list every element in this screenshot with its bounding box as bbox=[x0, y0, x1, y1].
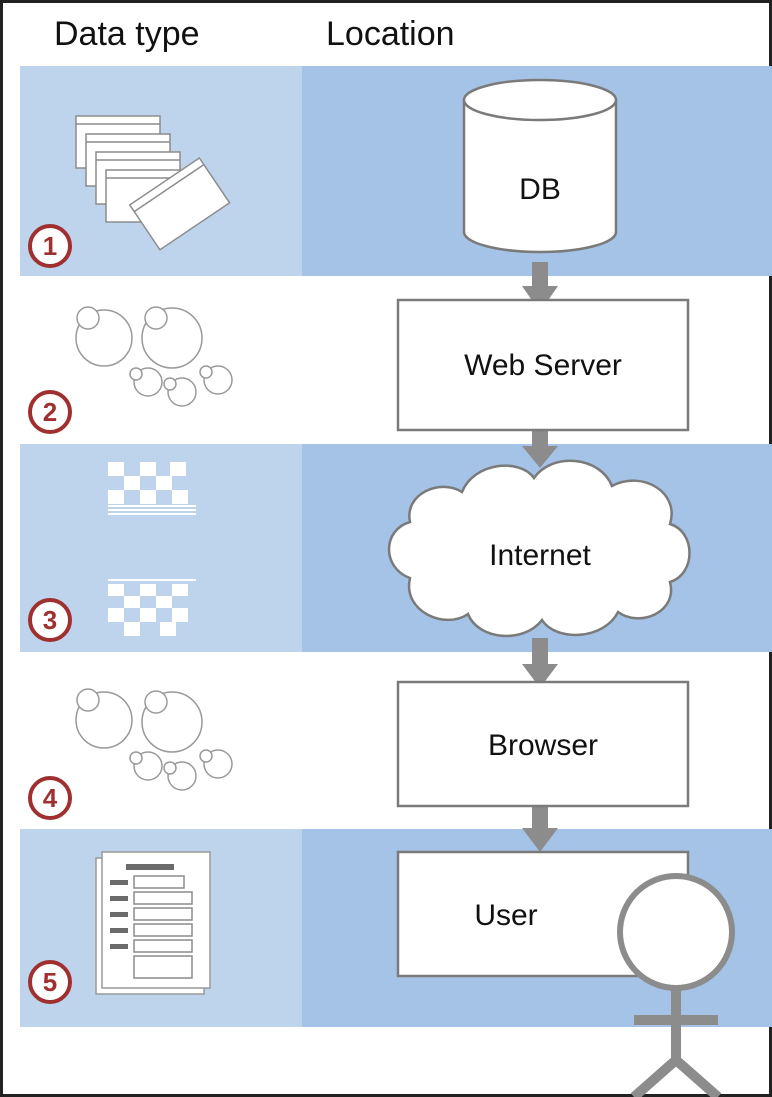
internet-cloud-icon bbox=[387, 459, 691, 638]
step-badge-1: 1 bbox=[28, 224, 72, 268]
object-graph-icon bbox=[75, 306, 233, 407]
step-badge-4: 4 bbox=[28, 776, 72, 820]
object-graph-icon-browser bbox=[75, 688, 233, 791]
webserver-box bbox=[396, 298, 690, 432]
step-badge-2: 2 bbox=[28, 390, 72, 434]
user-label: User bbox=[474, 899, 538, 932]
arrow-webserver-to-internet bbox=[522, 430, 558, 468]
stick-figure-icon bbox=[617, 873, 735, 1097]
arrow-internet-to-browser bbox=[522, 638, 558, 688]
flow-arrows bbox=[522, 262, 558, 852]
db-cylinder-icon bbox=[462, 78, 618, 254]
webserver-label: Web Server bbox=[464, 349, 622, 382]
internet-label: Internet bbox=[489, 539, 591, 572]
browser-box bbox=[396, 680, 690, 808]
stacked-pages-icon bbox=[75, 115, 231, 251]
form-pages-icon bbox=[95, 851, 211, 995]
step-badge-3: 3 bbox=[28, 598, 72, 642]
location-header: Location bbox=[326, 15, 455, 53]
step-badge-5: 5 bbox=[28, 960, 72, 1004]
db-label: DB bbox=[519, 173, 561, 206]
arrow-browser-to-user bbox=[522, 806, 558, 852]
data-packets-icon bbox=[108, 462, 196, 636]
browser-label: Browser bbox=[487, 729, 599, 762]
data-type-header: Data type bbox=[54, 15, 200, 53]
